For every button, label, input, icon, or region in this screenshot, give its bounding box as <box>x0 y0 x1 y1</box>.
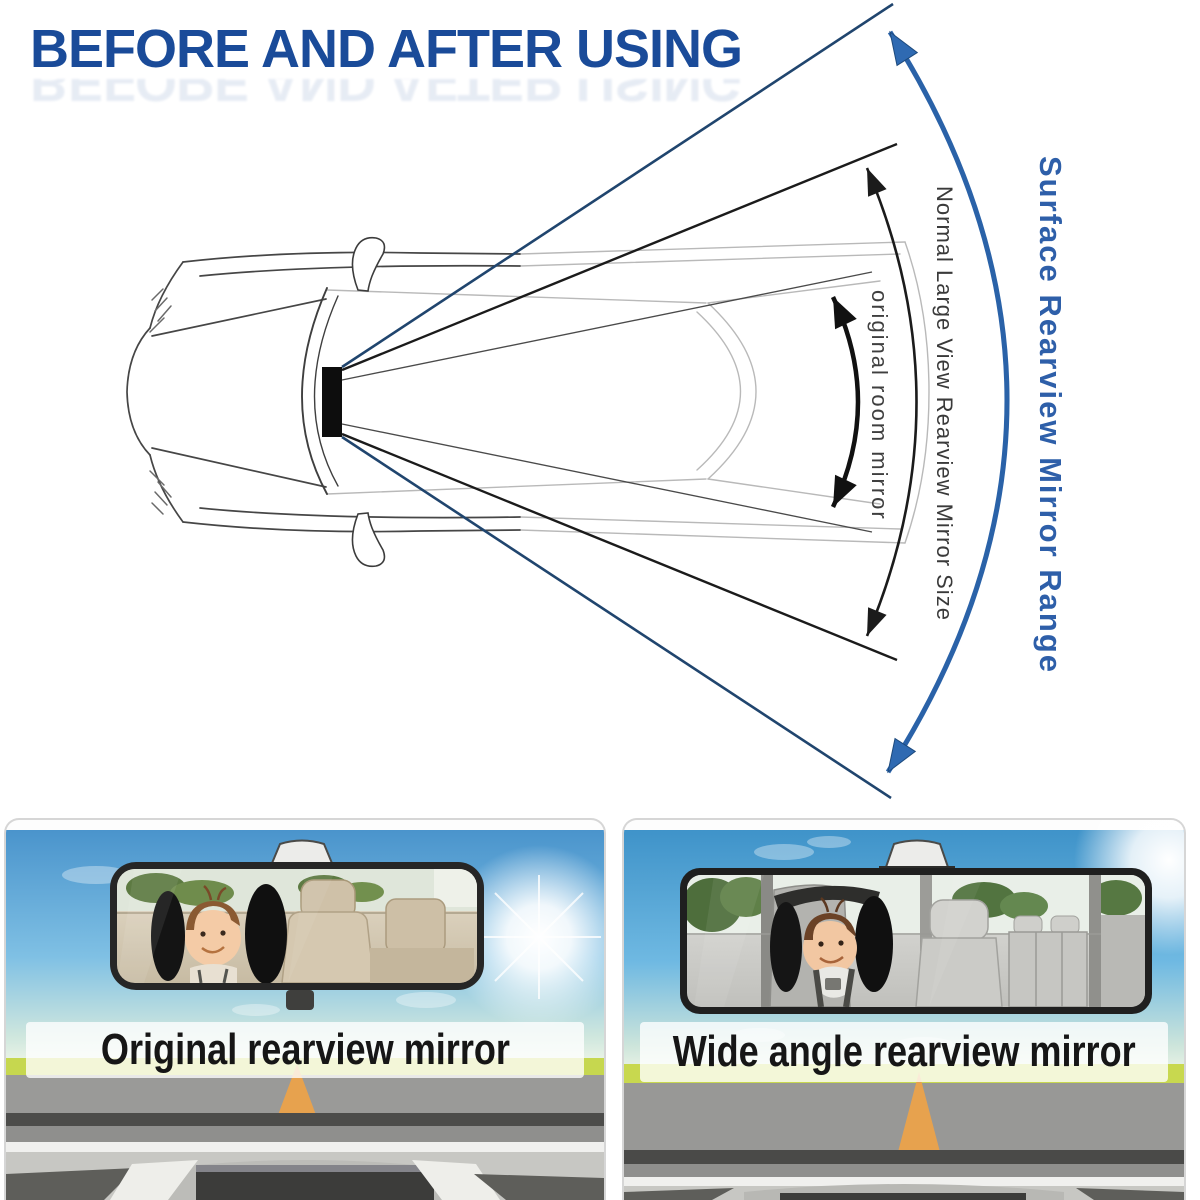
arrowhead-normal-bottom <box>867 607 887 636</box>
cowl-shadow <box>6 1113 604 1126</box>
sun-rays <box>477 875 601 999</box>
seat-back <box>915 937 1003 1007</box>
caption-before: Original rearview mirror <box>100 1025 510 1074</box>
dashboard <box>624 1184 1184 1200</box>
caption-bar-before: Original rearview mirror <box>26 1022 584 1078</box>
mirror-mount <box>268 839 336 869</box>
caption-bar-after: Wide angle rearview mirror <box>640 1022 1168 1082</box>
cowl-shadow <box>624 1150 1184 1164</box>
seat-bench <box>370 948 474 983</box>
dash-highlight <box>6 1142 604 1153</box>
windshield <box>301 287 339 495</box>
seat-bench <box>1008 931 1088 1007</box>
rearview-range-diagram <box>126 2 1010 800</box>
road-marking <box>278 1064 316 1115</box>
pillar <box>1089 875 1101 1007</box>
panel-after: Wide angle rearview mirror <box>622 818 1186 1200</box>
page-title: BEFORE AND AFTER USING <box>30 19 743 79</box>
arrowhead-surface-top <box>889 30 919 67</box>
baby-face <box>803 897 857 1007</box>
cowl <box>6 1126 604 1143</box>
before-scene <box>6 830 604 1200</box>
baby-mirror-left-wing <box>151 891 185 981</box>
rearview-mirror-original <box>110 862 484 1010</box>
arrowhead-original-bottom <box>833 474 857 507</box>
after-scene <box>624 820 1184 1200</box>
mirror-reflection-scene <box>117 869 477 983</box>
arrowhead-surface-bottom <box>887 737 917 774</box>
road-marking <box>898 1072 940 1152</box>
car-top-view-illustration <box>126 236 930 568</box>
cowl <box>624 1164 1184 1178</box>
cone-original-mirror <box>341 271 873 533</box>
seat-back <box>281 911 375 983</box>
label-normal-large-view: Normal Large View Rearview Mirror Size <box>932 186 957 621</box>
mirror-reflection-scene <box>687 875 1145 1007</box>
trees-in-mirror <box>687 877 1142 932</box>
arc-original-mirror <box>830 296 861 508</box>
mirror-mount <box>883 839 951 871</box>
panel-before: Original rearview mirror <box>4 818 606 1200</box>
label-surface-range: Surface Rearview Mirror Range <box>1033 156 1068 675</box>
label-original-room-mirror: original room mirror <box>867 290 892 521</box>
baby-seat-left-wing <box>770 902 802 992</box>
arrowhead-original-top <box>833 297 857 330</box>
baby-mirror-right-wing <box>245 884 287 983</box>
caption-after: Wide angle rearview mirror <box>672 1027 1136 1076</box>
arc-normal-large-view <box>865 167 918 637</box>
baby-face <box>185 885 241 983</box>
body-hatch-marks <box>149 288 172 515</box>
wing-mirror-top <box>351 236 386 292</box>
cone-surface-rearview <box>341 2 1010 800</box>
pillar <box>920 875 932 951</box>
interior-mirror-marker <box>322 367 342 437</box>
baby-seat-right-wing <box>855 896 893 992</box>
side-seat <box>385 898 446 954</box>
wing-mirror-bottom <box>351 512 386 568</box>
dashboard <box>6 1152 604 1200</box>
arc-surface-rearview <box>885 30 1010 774</box>
arrowhead-normal-top <box>867 168 887 197</box>
rearview-mirror-wide <box>680 868 1152 1014</box>
mirror-stem <box>286 990 314 1010</box>
pillar <box>761 875 773 1007</box>
dash-highlight <box>624 1177 1184 1187</box>
door-panel <box>1101 915 1145 1007</box>
cone-normal-large-view <box>341 142 918 662</box>
title-block: BEFORE AND AFTER USING BEFORE AND AFTER … <box>30 19 790 113</box>
